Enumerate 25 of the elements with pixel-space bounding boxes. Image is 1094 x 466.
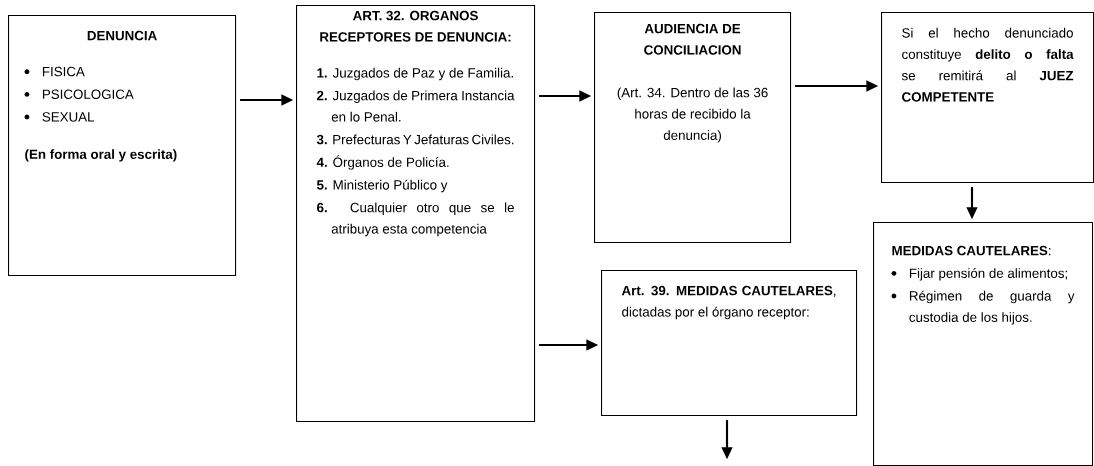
list-item: 6. Cualquier otro que se le atribuya esta competencia	[317, 202, 514, 237]
process-box	[8, 15, 237, 277]
list-item: 3. Prefecturas Y Jefaturas Civiles.	[316, 134, 514, 145]
list-item: 1. Juzgados de Paz y de Familia.	[317, 67, 513, 81]
list-item: Régimen de guarda y custodia de los hijos.	[891, 290, 1075, 325]
note-text: (En forma oral y escrita)	[25, 149, 177, 162]
list-item: 2. Juzgados de Primera Instancia en lo Penal.	[317, 90, 515, 122]
body-text: Si el hecho denunciado constituye delito o falta se remitirá al JUEZ COMPETENTE	[901, 27, 1074, 102]
process-box	[881, 12, 1094, 184]
process-box	[873, 222, 1094, 466]
process-box	[601, 270, 858, 417]
list-item: SEXUAL	[24, 112, 95, 122]
process-box	[594, 12, 792, 244]
heading: MEDIDAS CAUTELARES:	[892, 245, 1051, 256]
process-box	[296, 5, 536, 423]
heading: DENUNCIA	[87, 30, 157, 41]
list-item: PSICOLOGICA	[24, 89, 134, 99]
heading: ART. 32. ORGANOS RECEPTORES DE DENUNCIA:	[320, 10, 511, 42]
body-text: Art. 39. MEDIDAS CAUTELARES, dictadas por el órgano receptor:	[621, 285, 836, 320]
list-item: 5. Ministerio Público y	[316, 179, 448, 193]
note-text: (Art. 34. Dentro de las 36 horas de recibido la denuncia)	[617, 87, 768, 143]
list-item: FISICA	[24, 66, 85, 77]
list-item: 4. Órganos de Policía.	[316, 155, 449, 170]
list-item: Fijar pensión de alimentos;	[891, 268, 1067, 281]
heading: AUDIENCIA DE CONCILIACION	[644, 23, 741, 55]
